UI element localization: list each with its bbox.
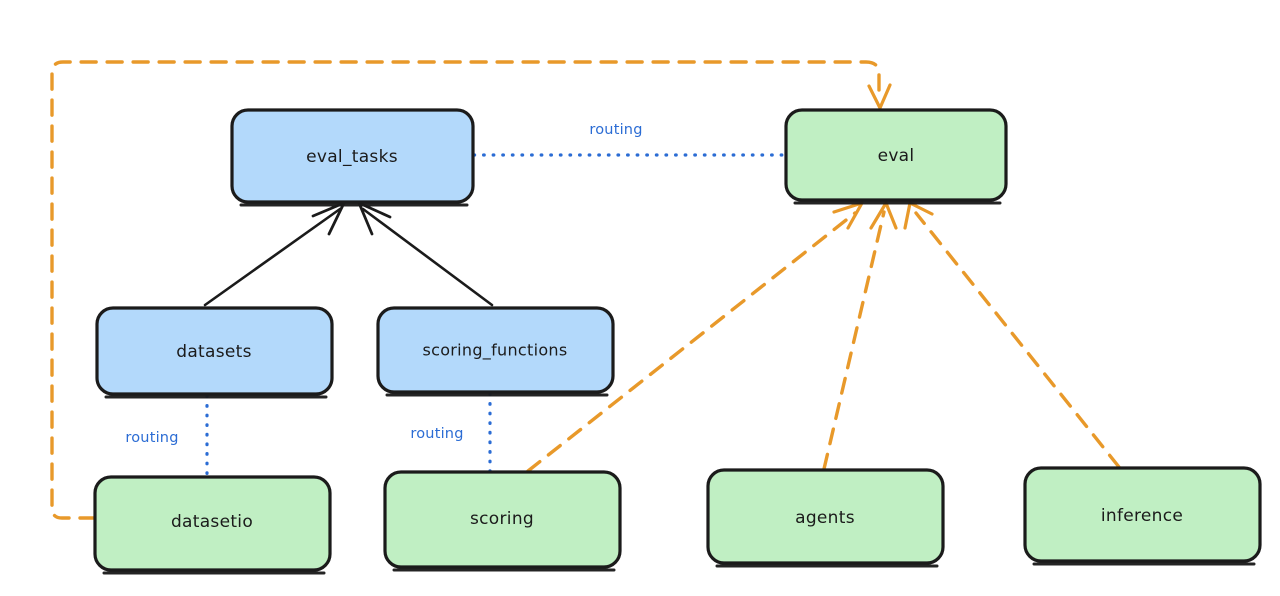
node-scoring-functions-label: scoring_functions [422, 341, 567, 361]
node-agents-label: agents [795, 508, 855, 528]
node-scoring-label: scoring [470, 509, 534, 529]
edge-label-layer: routing routing routing [125, 122, 642, 446]
node-scoring[interactable]: scoring [383, 470, 622, 572]
node-eval-tasks-label: eval_tasks [306, 147, 398, 167]
node-inference-label: inference [1101, 506, 1183, 526]
edge-label-routing-scoring: routing [410, 426, 463, 442]
node-scoring-functions-box [376, 306, 615, 394]
node-datasets-box [95, 306, 334, 396]
edge-scoring-to-eval [526, 211, 857, 473]
node-datasets-label: datasets [176, 342, 252, 362]
edge-inference-to-eval [914, 211, 1121, 469]
edge-datasetio-to-eval [50, 60, 881, 520]
edge-agents-to-eval [822, 210, 886, 471]
node-datasetio-label: datasetio [171, 512, 253, 532]
node-eval-label: eval [878, 146, 915, 166]
node-inference-box [1023, 466, 1262, 563]
node-datasetio-box [93, 475, 332, 572]
node-scoring-box [383, 470, 622, 569]
node-eval-tasks[interactable]: eval_tasks [230, 108, 475, 207]
node-eval-box [784, 108, 1008, 202]
node-datasetio[interactable]: datasetio [93, 475, 332, 575]
edge-label-routing-datasetio: routing [125, 430, 178, 446]
node-scoring-functions[interactable]: scoring_functions [376, 306, 615, 397]
node-agents-box [706, 468, 945, 565]
edge-datasets-to-eval-tasks [203, 207, 342, 307]
edge-layer [50, 60, 1121, 520]
node-eval-tasks-box [230, 108, 475, 204]
edge-label-routing-eval: routing [589, 122, 642, 138]
node-inference[interactable]: inference [1023, 466, 1262, 566]
arrowhead-datasetio-to-eval [867, 83, 892, 110]
edge-scoring-functions-to-eval-tasks [361, 207, 494, 307]
node-eval[interactable]: eval [784, 108, 1008, 205]
node-agents[interactable]: agents [706, 468, 945, 568]
node-datasets[interactable]: datasets [95, 306, 334, 399]
